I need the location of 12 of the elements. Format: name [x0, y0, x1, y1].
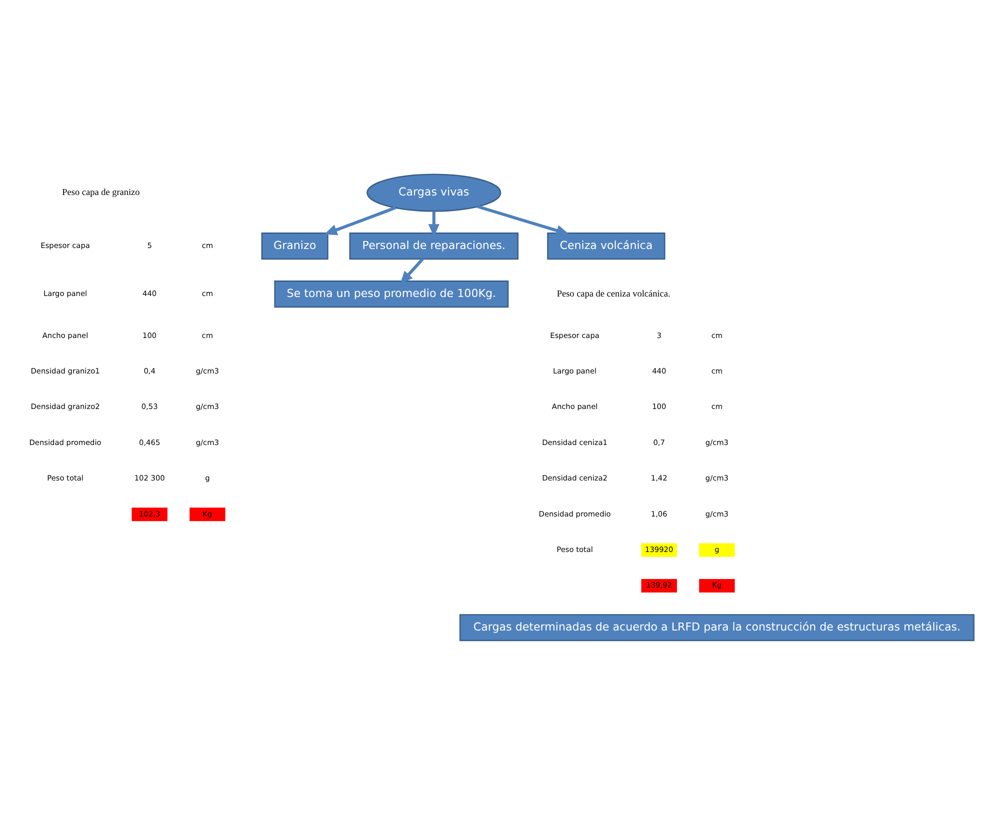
node-ellipse: Cargas vivas [366, 173, 502, 212]
arrow [477, 204, 570, 236]
arrow [324, 206, 396, 235]
node-box: Cargas determinadas de acuerdo a LRFD para la construcción de estructuras metálicas. [459, 614, 974, 641]
label: Peso capa de ceniza volcánica. [556, 288, 670, 298]
label: Peso capa de granizo [62, 186, 140, 196]
node-box: Granizo [261, 232, 328, 260]
arrow [400, 258, 424, 284]
node-box: Ceniza volcánica [547, 232, 666, 260]
node-box: Se toma un peso promedio de 100Kg. [274, 280, 509, 308]
arrow [428, 210, 440, 236]
node-box: Personal de reparaciones. [349, 232, 518, 260]
